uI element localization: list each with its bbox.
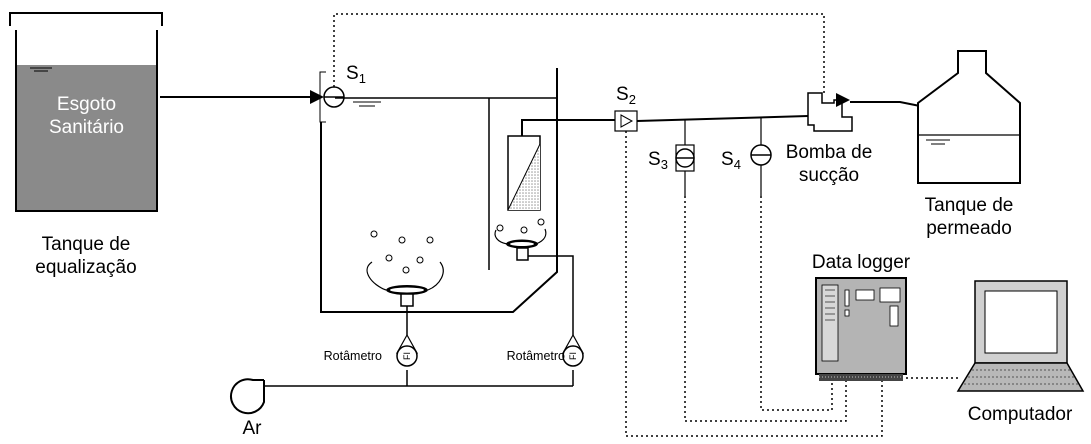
s4-letter: S <box>721 149 734 170</box>
permeate-tank-label: Tanque de permeado <box>906 194 1032 240</box>
equalization-label-line2: equalização <box>35 257 137 278</box>
feed-pipe <box>160 90 324 104</box>
air-pipe <box>264 370 574 387</box>
bubble <box>370 230 378 238</box>
sewage-label-line2: Sanitário <box>49 117 124 138</box>
s2-flow-sensor <box>614 110 638 132</box>
rotameter-1-label: Rotâmetro <box>323 349 382 363</box>
bubble <box>398 236 406 244</box>
diffuser-membrane <box>494 218 574 335</box>
s4-index: 4 <box>733 157 741 172</box>
computer <box>956 280 1085 392</box>
data-logger-label: Data logger <box>811 252 911 273</box>
permeate-label-line2: permeado <box>926 218 1012 239</box>
air-label: Ar <box>242 418 262 439</box>
permeate-label-line1: Tanque de <box>924 195 1014 216</box>
equalization-tank-label: Tanque de equalização <box>10 233 162 279</box>
s4-pressure-sensor <box>750 144 772 196</box>
bubble <box>520 226 528 234</box>
s3-index: 3 <box>660 157 668 172</box>
fi-label-1: FI <box>402 352 412 360</box>
s2-index: 2 <box>628 92 636 107</box>
cable-s3-to-logger <box>684 196 847 422</box>
air-blower <box>230 378 265 415</box>
s1-label: S1 <box>346 62 366 90</box>
rotameter-2-label: Rotâmetro <box>506 349 565 363</box>
permeate-tank <box>917 50 1021 184</box>
equalization-label-line1: Tanque de <box>41 234 131 255</box>
s1-level-sensor <box>319 71 345 123</box>
suction-pump <box>807 92 921 132</box>
fi-label-2: FI <box>568 352 578 360</box>
sewage-fill <box>16 65 157 211</box>
pump-label: Bomba de sucção <box>776 141 882 187</box>
equalization-tank <box>9 12 163 212</box>
s2-letter: S <box>616 84 629 105</box>
membrane-module <box>507 119 615 211</box>
sewage-label-line1: Esgoto <box>56 94 117 115</box>
pump-label-line2: sucção <box>798 165 860 186</box>
cable-s1-to-pump <box>333 13 825 93</box>
bubble <box>496 224 504 232</box>
bubble <box>385 254 393 262</box>
signal-cables <box>333 13 960 437</box>
cable-s4-to-logger <box>760 196 833 411</box>
s3-pressure-sensor <box>675 144 695 196</box>
reactor-tank <box>320 68 558 313</box>
s4-label: S4 <box>721 148 741 176</box>
bubble <box>416 256 424 264</box>
bubble <box>402 266 410 274</box>
sewage-label: Esgoto Sanitário <box>16 93 157 139</box>
permeate-pipe <box>636 115 809 145</box>
s1-letter: S <box>346 63 359 84</box>
computer-label: Computador <box>967 404 1073 425</box>
s1-index: 1 <box>358 71 366 86</box>
rotameter-1 <box>395 333 419 367</box>
bubble <box>426 236 434 244</box>
diffuser-main <box>366 230 444 335</box>
pump-label-line1: Bomba de <box>785 142 873 163</box>
bubble <box>537 218 545 226</box>
s3-letter: S <box>648 149 661 170</box>
data-logger <box>815 277 907 381</box>
s3-label: S3 <box>648 148 668 176</box>
s2-label: S2 <box>616 83 636 111</box>
rotameter-2 <box>561 333 585 367</box>
